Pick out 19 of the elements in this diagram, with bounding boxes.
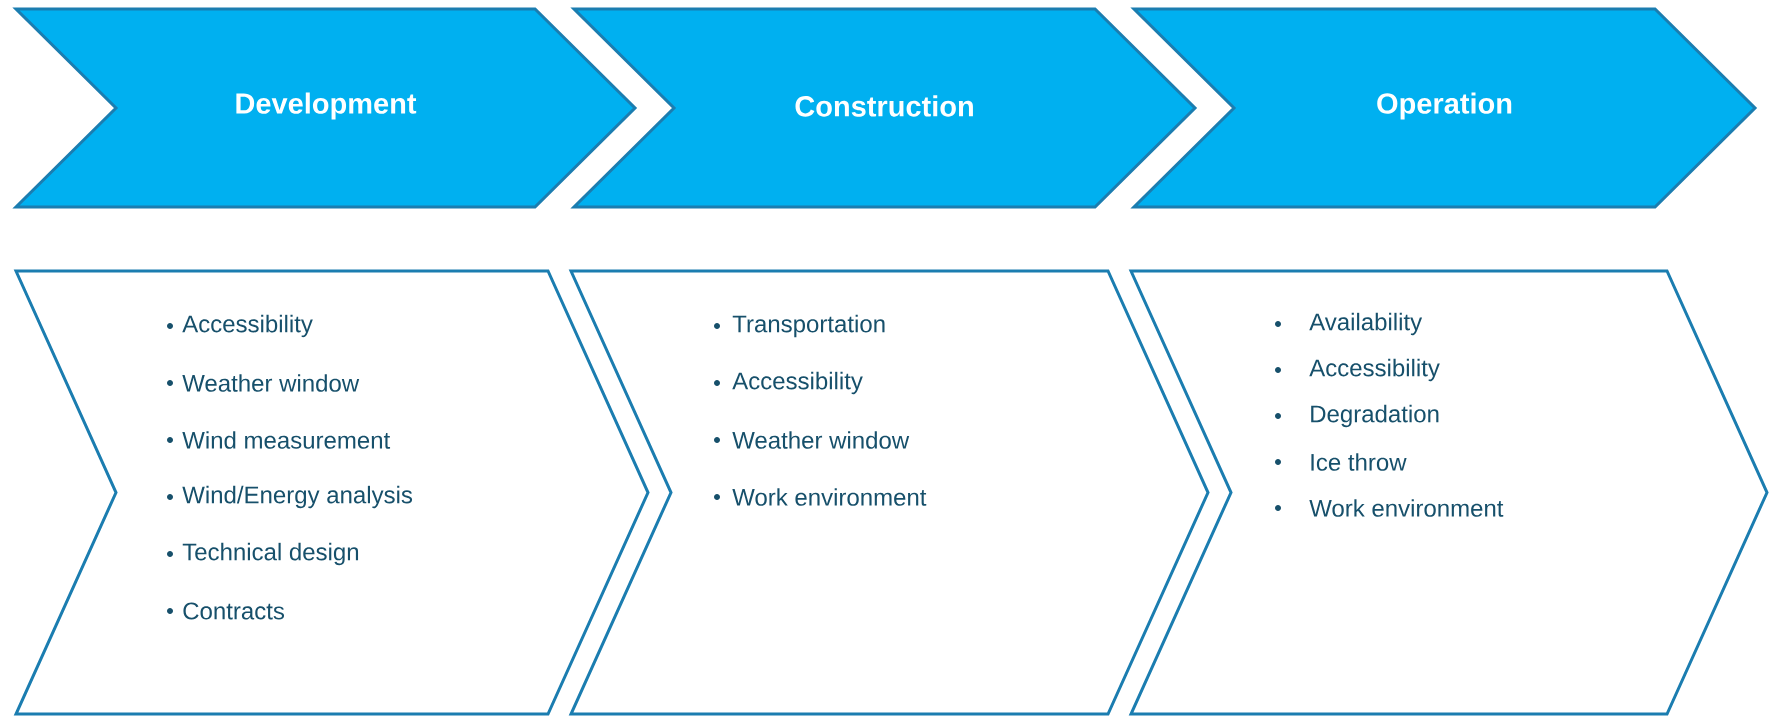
list-item: Weather window <box>182 374 360 392</box>
list-item: Contracts <box>183 602 285 620</box>
list-item: Accessibility <box>1309 358 1440 382</box>
list-item: Transportation <box>732 314 885 338</box>
stage-box: Development <box>12 7 638 209</box>
node-label: Operation <box>1377 92 1512 120</box>
list-item: Technical design <box>182 542 359 566</box>
list-item: Degradation <box>1311 404 1439 428</box>
list-item: Weather window <box>732 431 910 449</box>
stage-box: Operation <box>1130 7 1758 209</box>
list-item: Wind/Energy analysis <box>182 485 413 509</box>
list-item: Accessibility <box>182 314 313 338</box>
list-item: Work environment <box>732 488 927 506</box>
list-item: Wind measurement <box>182 431 391 449</box>
list-item: Accessibility <box>732 371 863 395</box>
stage-box: Construction <box>570 7 1198 209</box>
list-item: Ice throw <box>1311 453 1407 471</box>
list-item: Work environment <box>1309 499 1504 517</box>
list-item: Availability <box>1309 312 1423 336</box>
